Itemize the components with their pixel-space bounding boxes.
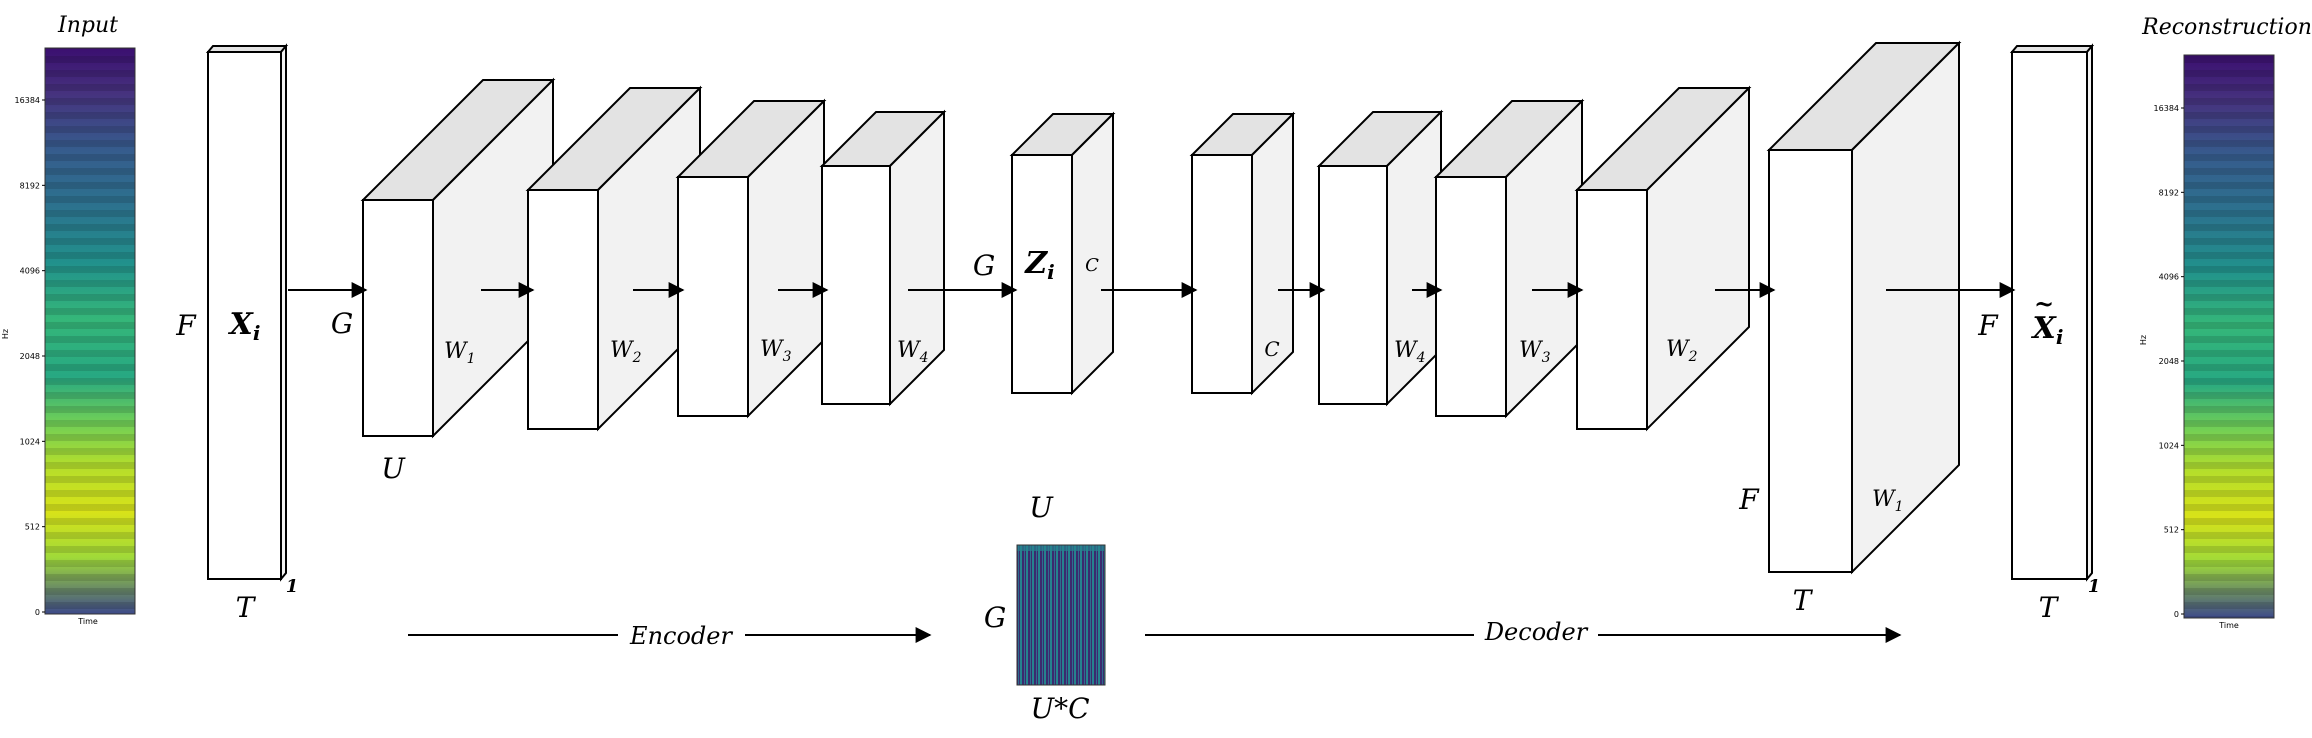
- input-y-ticks: 16384 8192 4096 2048 1024 512 0: [15, 96, 45, 617]
- code-matrix-top-label: U: [1029, 491, 1054, 524]
- reconstruction-tick-label: 4096: [2159, 273, 2179, 282]
- reconstruction-x-label: Time: [2218, 621, 2239, 630]
- input-tick-label: 512: [25, 523, 40, 532]
- reconstruction-tick-label: 512: [2164, 526, 2179, 535]
- encoder-block-3-depth-label: W3: [760, 337, 792, 365]
- decoder-block-5-depth-label: W1: [1872, 487, 1904, 515]
- decoder-block-3-depth-label: W3: [1519, 338, 1551, 366]
- output-depth-label: 1: [2088, 576, 2101, 597]
- reconstruction-y-label: Hz: [2139, 335, 2148, 345]
- decoder-label: Decoder: [1484, 618, 1589, 646]
- reconstruction-tick-label: 16384: [2154, 104, 2179, 113]
- decoder-block-4-depth-label: W2: [1666, 337, 1698, 365]
- input-tick-label: 16384: [15, 96, 40, 105]
- input-spectrogram: [44, 47, 136, 615]
- code-matrix-left-label: G: [984, 601, 1006, 634]
- decoder-block-5: [1766, 40, 1962, 575]
- reconstruction-y-ticks: 16384 8192 4096 2048 1024 512 0: [2154, 104, 2184, 619]
- latent-depth-label: C: [1085, 255, 1099, 276]
- input-tick-label: 1024: [20, 437, 40, 446]
- input-block-label: Xi: [228, 307, 261, 345]
- input-tick-label: 4096: [20, 267, 40, 276]
- code-matrix: [1016, 544, 1106, 686]
- input-tick-label: 0: [35, 608, 40, 617]
- encoder-block-4: [819, 109, 947, 407]
- output-width-label: T: [2039, 591, 2060, 624]
- decoder-block-5-height-label: F: [1738, 483, 1760, 516]
- encoder-block-2: [525, 85, 703, 432]
- encoder-block-2-depth-label: W2: [610, 338, 642, 366]
- reconstruction-tick-label: 0: [2174, 610, 2179, 619]
- latent-label: Zi: [1024, 246, 1055, 284]
- decoder-block-3: [1433, 98, 1585, 419]
- input-depth-label: 1: [286, 576, 299, 597]
- encoder-block-3: [675, 98, 827, 419]
- latent-block: [1009, 111, 1116, 396]
- output-tilde: ~: [2034, 289, 2054, 318]
- decoder-block-2: [1316, 109, 1444, 407]
- encoder-block-1: [360, 77, 556, 439]
- reconstruction-tick-label: 1024: [2159, 441, 2179, 450]
- code-matrix-bottom-label: U*C: [1030, 692, 1089, 725]
- decoder-block-4: [1574, 85, 1752, 432]
- reconstruction-title: Reconstruction: [2141, 15, 2312, 40]
- latent-channels-label: G: [973, 249, 995, 282]
- encoder-block-1-depth-label: W1: [444, 339, 476, 367]
- decoder-block-1-depth-label: C: [1264, 337, 1279, 361]
- decoder-block-1: [1189, 111, 1296, 396]
- encoder-block-4-depth-label: W4: [897, 338, 929, 366]
- input-tick-label: 8192: [20, 181, 40, 190]
- output-block-label: Xi: [2031, 311, 2064, 349]
- input-width-label: T: [236, 591, 257, 624]
- input-height-label: F: [175, 309, 197, 342]
- reconstruction-tick-label: 8192: [2159, 188, 2179, 197]
- decoder-block-2-depth-label: W4: [1394, 338, 1426, 366]
- output-block: [2009, 43, 2095, 582]
- decoder-block-5-width-label: T: [1793, 584, 1814, 617]
- input-title: Input: [57, 13, 118, 38]
- input-y-label: Hz: [1, 329, 10, 339]
- input-tick-label: 2048: [20, 352, 40, 361]
- output-height-label: F: [1977, 309, 1999, 342]
- reconstruction-tick-label: 2048: [2159, 357, 2179, 366]
- reconstruction-spectrogram: [2183, 54, 2275, 619]
- encoder-label: Encoder: [629, 622, 733, 650]
- input-block: [205, 43, 289, 582]
- encoder-block-1-width-label: U: [381, 452, 406, 485]
- encoder-channels-label: G: [331, 307, 353, 340]
- input-x-label: Time: [77, 617, 98, 626]
